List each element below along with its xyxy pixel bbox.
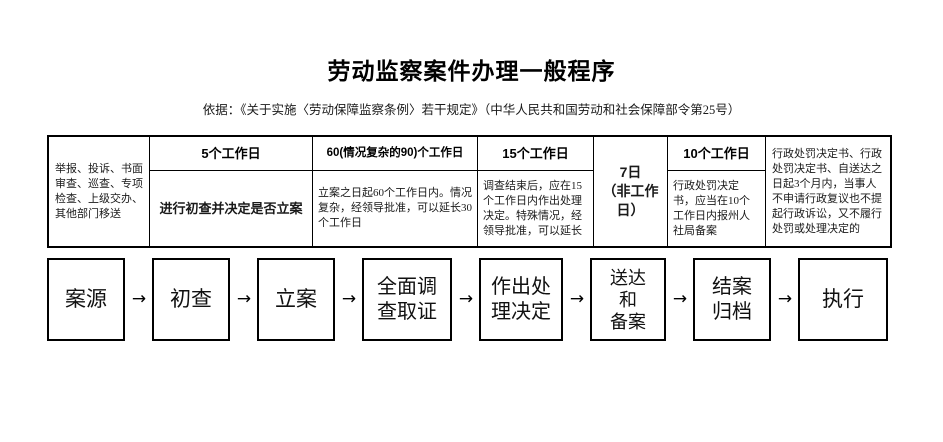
flow-arrow-icon: → <box>341 289 357 309</box>
flow-arrow-icon: → <box>569 289 585 309</box>
flow-step-label: 立案 <box>275 287 317 311</box>
table-cell-close-and-archive-caption: 10个工作日 <box>668 137 765 171</box>
flow-step-make-decision[interactable]: 作出处 理决定 <box>479 258 563 341</box>
table-cell-full-investigation-body: 立案之日起60个工作日内。情况复杂，经领导批准，可以延长30个工作日 <box>318 187 472 229</box>
flow-step-full-investigation[interactable]: 全面调 查取证 <box>362 258 452 341</box>
flow-step-preliminary-review[interactable]: 初查 <box>152 258 230 341</box>
flow-arrow-icon: → <box>131 289 147 309</box>
table-cell-case-source-body: 举报、投诉、书面审查、巡查、专项检查、上级交办、其他部门移送 <box>55 162 143 220</box>
flow-step-label: 案源 <box>65 287 107 311</box>
flow-arrow-icon: → <box>236 289 252 309</box>
table-column-close-and-archive: 10个工作日 行政处罚决定书，应当在10个工作日内报州人社局备案 <box>668 137 766 246</box>
flow-step-serve-and-record[interactable]: 送达 和 备案 <box>590 258 666 341</box>
timeline-table: 举报、投诉、书面审查、巡查、专项检查、上级交办、其他部门移送 5个工作日 进行初… <box>47 135 892 248</box>
table-cell-close-and-archive-body: 行政处罚决定书，应当在10个工作日内报州人社局备案 <box>673 179 750 237</box>
table-column-preliminary-review: 5个工作日 进行初查并决定是否立案 <box>150 137 313 246</box>
page-title: 劳动监察案件办理一般程序 <box>327 58 616 84</box>
flow-arrow-icon: → <box>777 289 793 309</box>
page-subtitle: 依据：《关于实施〈劳动保障监察条例〉若干规定》（中华人民共和国劳动和社会保障部令… <box>202 103 741 117</box>
flow-step-label: 作出处 理决定 <box>491 275 551 323</box>
table-column-full-investigation: 60(情况复杂的90)个工作日 立案之日起60个工作日内。情况复杂，经领导批准，… <box>313 137 478 246</box>
flow-arrow-icon: → <box>672 289 688 309</box>
flow-arrow-icon: → <box>458 289 474 309</box>
flow-step-label: 送达 和 备案 <box>610 267 646 332</box>
process-flow: 案源 → 初查 → 立案 → 全面调 查取证 → 作出处 理决定 → 送达 和 … <box>47 258 892 341</box>
flow-step-case-source[interactable]: 案源 <box>47 258 125 341</box>
table-cell-service-and-record-body: 7日 （非工作日） <box>602 164 659 218</box>
table-column-decision: 15个工作日 调查结束后，应在15个工作日内作出处理决定。特殊情况，经领导批准，… <box>478 137 594 246</box>
table-cell-enforcement-body: 行政处罚决定书、行政处罚决定书、自送达之日起3个月内，当事人不申请行政复议也不提… <box>772 147 882 235</box>
flow-step-close-and-archive[interactable]: 结案 归档 <box>693 258 771 341</box>
flow-step-label: 全面调 查取证 <box>377 275 437 323</box>
flow-step-label: 结案 归档 <box>712 275 752 323</box>
table-cell-decision-body: 调查结束后，应在15个工作日内作出处理决定。特殊情况，经领导批准，可以延长 <box>483 179 582 237</box>
table-column-enforcement: 行政处罚决定书、行政处罚决定书、自送达之日起3个月内，当事人不申请行政复议也不提… <box>766 137 890 246</box>
table-cell-preliminary-review-caption: 5个工作日 <box>150 137 312 171</box>
table-cell-preliminary-review-body: 进行初查并决定是否立案 <box>159 201 303 216</box>
flow-step-label: 初查 <box>170 287 212 311</box>
table-column-service-and-record: 7日 （非工作日） <box>594 137 668 246</box>
flow-step-enforcement[interactable]: 执行 <box>798 258 888 341</box>
flow-step-file-case[interactable]: 立案 <box>257 258 335 341</box>
flow-step-label: 执行 <box>822 287 864 311</box>
table-column-case-source: 举报、投诉、书面审查、巡查、专项检查、上级交办、其他部门移送 <box>49 137 150 246</box>
table-cell-full-investigation-caption: 60(情况复杂的90)个工作日 <box>313 137 477 171</box>
table-cell-decision-caption: 15个工作日 <box>478 137 593 171</box>
